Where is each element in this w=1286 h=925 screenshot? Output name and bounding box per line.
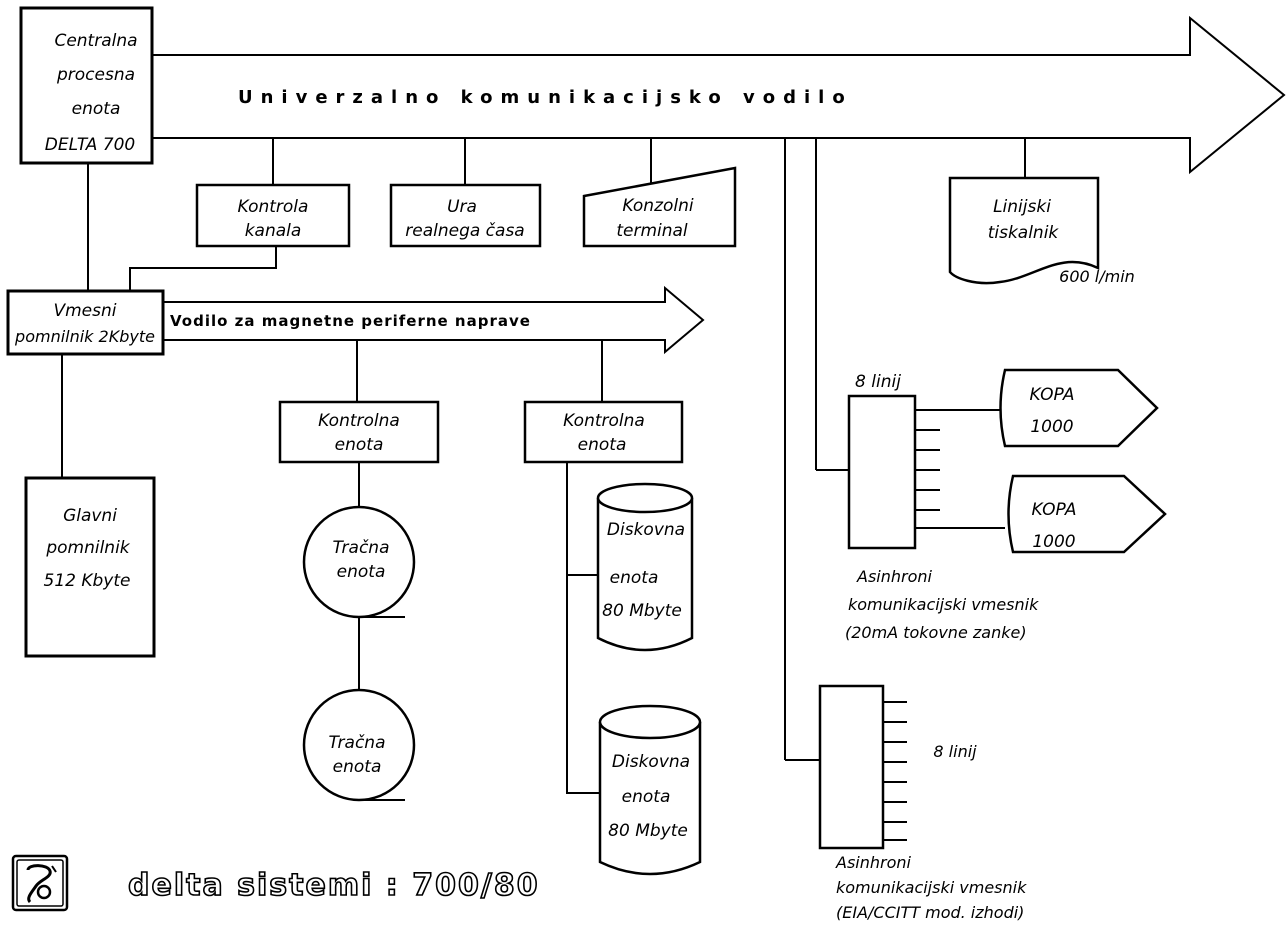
kopa-terminal-1: KOPA 1000 (999, 368, 1159, 448)
disk-control-box: Kontrolna enota (523, 400, 684, 464)
console-line1: Konzolni (622, 196, 694, 216)
channel-control-line1: Kontrola (238, 197, 309, 217)
buffer-line2: pomnilnik 2Kbyte (14, 327, 155, 346)
tape2-line1: Tračna (328, 733, 385, 753)
tape1-line1: Tračna (332, 538, 389, 558)
magnetic-bus-label: Vodilo za magnetne periferne naprave (170, 312, 531, 330)
kopa1-line1: KOPA (1029, 385, 1074, 405)
cpu-box: Centralna procesna enota DELTA 700 (19, 6, 154, 165)
disk2-line3: 80 Mbyte (608, 821, 688, 841)
tape-control-line2: enota (335, 435, 384, 455)
printer-speed: 600 l/min (1059, 267, 1135, 286)
channel-control-box: Kontrola kanala (195, 183, 351, 248)
kopa2-line2: 1000 (1032, 532, 1075, 552)
kopa-terminal-2: KOPA 1000 (1007, 474, 1167, 554)
disk1-line3: 80 Mbyte (602, 601, 682, 621)
async-20ma-lines: 8 linij (855, 372, 901, 392)
universal-bus-arrow (152, 15, 1286, 175)
async-eia-caption2: komunikacijski vmesnik (836, 878, 1027, 897)
async-eia-pins (883, 701, 907, 841)
disk2-line1: Diskovna (612, 752, 690, 772)
disk-unit-1: Diskovna enota 80 Mbyte (596, 482, 694, 652)
brand-title: delta sistemi : 700/80 (128, 868, 540, 903)
cpu-line4: DELTA 700 (45, 135, 135, 155)
clock-line1: Ura (447, 197, 477, 217)
main-memory-line3: 512 Kbyte (44, 571, 131, 591)
cpu-line1: Centralna (54, 31, 137, 51)
tape1-line2: enota (337, 562, 386, 582)
disk2-line2: enota (622, 787, 671, 807)
async-eia-lines: 8 linij (933, 742, 977, 761)
async-20ma-caption2: komunikacijski vmesnik (848, 595, 1039, 614)
tape-control-box: Kontrolna enota (278, 400, 440, 464)
async-eia-caption3: (EIA/CCITT mod. izhodi) (836, 903, 1024, 922)
kopa2-line1: KOPA (1031, 500, 1076, 520)
disk1-line1: Diskovna (607, 520, 685, 540)
main-memory-box: Glavni pomnilnik 512 Kbyte (24, 476, 156, 658)
tape-control-line1: Kontrolna (318, 411, 400, 431)
disk-control-line1: Kontrolna (563, 411, 645, 431)
disk-unit-2: Diskovna enota 80 Mbyte (598, 704, 702, 876)
async-20ma-caption1: Asinhroni (856, 567, 933, 586)
printer-line2: tiskalnik (988, 223, 1060, 243)
console-terminal-box: Konzolni terminal (582, 166, 737, 248)
buffer-memory-box: Vmesni pomnilnik 2Kbyte (6, 289, 165, 356)
realtime-clock-box: Ura realnega časa (389, 183, 542, 248)
main-memory-line1: Glavni (63, 506, 117, 526)
disk1-line2: enota (610, 568, 659, 588)
clock-line2: realnega časa (405, 221, 524, 241)
async-eia-caption1: Asinhroni (835, 853, 912, 872)
magnetic-bus-arrow (163, 285, 705, 355)
tape-unit-1: Tračna enota (302, 505, 416, 619)
channel-control-to-buffer (129, 246, 277, 291)
tape2-line2: enota (333, 757, 382, 777)
universal-bus-label: Univerzalno komunikacijsko vodilo (238, 87, 853, 108)
cpu-line2: procesna (56, 65, 135, 85)
kopa1-line2: 1000 (1030, 417, 1073, 437)
cpu-line3: enota (72, 99, 121, 119)
channel-control-line2: kanala (245, 221, 302, 241)
disk-control-bus (566, 462, 600, 794)
buffer-line1: Vmesni (53, 301, 116, 321)
disk-control-line2: enota (578, 435, 627, 455)
line-printer-box: Linijski tiskalnik 600 l/min (948, 176, 1135, 286)
async-20ma-interface: 8 linij Asinhroni komunikacijski vmesnik… (845, 372, 1039, 642)
async-eia-interface: 8 linij Asinhroni komunikacijski vmesnik… (818, 684, 1027, 922)
delta-logo-icon (11, 854, 69, 912)
console-line2: terminal (616, 221, 688, 241)
printer-line1: Linijski (993, 197, 1051, 217)
tape-unit-2: Tračna enota (302, 688, 416, 802)
async-20ma-pins (915, 409, 1005, 529)
main-memory-line2: pomnilnik (45, 538, 130, 558)
async-20ma-caption3: (20mA tokovne zanke) (845, 623, 1027, 642)
